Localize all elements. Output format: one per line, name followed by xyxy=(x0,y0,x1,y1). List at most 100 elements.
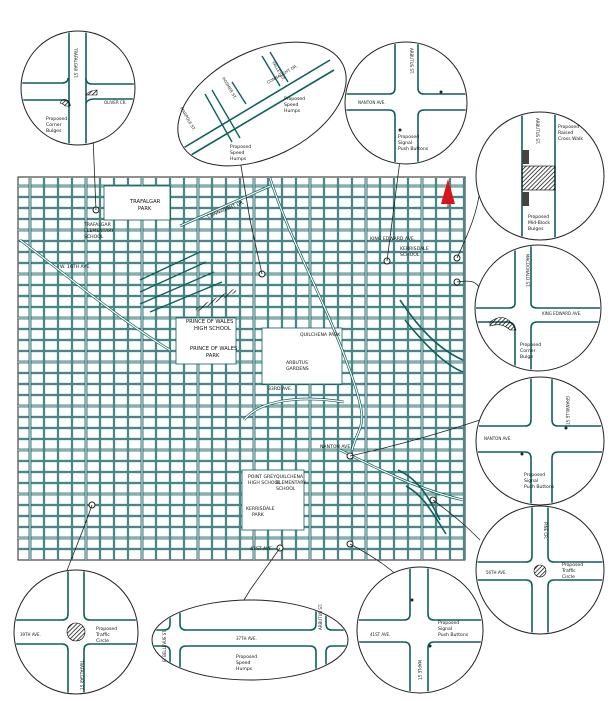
street-label: MAPLE ST. xyxy=(417,660,422,680)
school-label: ELEMENTARY xyxy=(84,228,114,234)
street-label: TRAFALGAR ST. xyxy=(79,659,84,690)
north-arrow-icon xyxy=(441,179,455,208)
callout-note: Bulges xyxy=(46,128,62,134)
callout-note: Cross Walk xyxy=(558,136,583,142)
main-map: TRAFALGAR PARK PRINCE OF WALES HIGH SCHO… xyxy=(17,176,466,561)
callout-maple-41st: MAPLE ST. 41ST AVE. Proposed Signal Push… xyxy=(356,566,484,694)
street-label: W. 16TH AVE. xyxy=(60,264,91,270)
street-label: ARBUTUS ST. xyxy=(535,118,540,144)
street-label: OLIVER CR. xyxy=(104,100,127,105)
callout-note: Humps xyxy=(230,156,247,162)
school-label: HIGH SCHOOL xyxy=(194,326,231,332)
callout-note: Mid-Block xyxy=(528,220,550,226)
point-grey-school-area xyxy=(241,469,305,531)
callout-connaught: CONNAUGHT DR. VALLEY ST. HOSMER ST. MARP… xyxy=(177,41,347,167)
callout-trafalgar-oliver: Proposed Corner Bulges TRAFALGAR ST. OLI… xyxy=(20,30,136,146)
street-label: 56TH AVE. xyxy=(486,570,507,575)
street-label: NANTON AVE. xyxy=(358,100,386,105)
callout-note: Proposed xyxy=(524,472,545,478)
park-label: PARK xyxy=(206,353,220,359)
street-label: 39TH AVE. xyxy=(20,632,41,637)
callout-note: Proposed xyxy=(236,654,257,660)
park-label: ARBUTUS xyxy=(286,360,308,366)
callout-note: Proposed xyxy=(562,562,583,568)
quilchena-park-area xyxy=(261,327,343,385)
callout-note: Corner xyxy=(520,348,536,354)
park-blocks xyxy=(103,185,343,531)
school-label: KERRISDALE xyxy=(400,246,429,252)
street-label: KING EDWARD AVE. xyxy=(542,311,581,316)
school-label: HIGH SCHOOL xyxy=(248,480,281,486)
callout-note: Traffic xyxy=(95,632,110,638)
street-label: TRAFALGAR ST. xyxy=(73,47,78,78)
street-label: 41ST AVE. xyxy=(250,546,273,552)
callout-note: Proposed xyxy=(398,134,419,140)
park-label: QUILCHENA PARK xyxy=(300,332,341,338)
callout-note: Proposed xyxy=(528,214,549,220)
callout-note: Speed xyxy=(230,150,244,156)
callout-note: Signal xyxy=(438,626,452,632)
callout-macdonald-king-edward: MACDONALD ST. KING EDWARD AVE. Proposed … xyxy=(474,244,602,372)
callout-trafalgar-39th: 39TH AVE. TRAFALGAR ST. Proposed Traffic… xyxy=(13,569,139,695)
park-label: GARDENS xyxy=(286,366,309,372)
trafalgar-park-area xyxy=(103,185,171,221)
callout-note: Traffic xyxy=(561,568,576,574)
callout-note: Bulges xyxy=(528,226,544,232)
callout-note: Speed xyxy=(236,660,250,666)
street-label: ARBUTUS ST. xyxy=(318,604,323,630)
callout-note: Humps xyxy=(284,108,301,114)
street-label: GRANVILLE ST. xyxy=(565,396,570,425)
school-label: SCHOOL xyxy=(276,486,296,492)
callout-note: Push Buttons xyxy=(524,484,555,490)
callout-note: Proposed xyxy=(438,620,459,626)
street-label: NANTON AVE. xyxy=(320,444,352,450)
street-label: 37TH AVE. xyxy=(236,636,257,641)
school-label: QUILCHENA xyxy=(276,474,304,480)
street-label: 41ST AVE. xyxy=(370,632,390,637)
prince-of-wales-school-area xyxy=(175,317,237,365)
callout-note: Bulge xyxy=(520,354,533,360)
callout-note: Proposed xyxy=(558,124,579,130)
street-label: PINE CR. xyxy=(543,522,548,539)
school-label: ELEMENTARY xyxy=(276,480,306,486)
callout-bellevue-37th: 37TH AVE. E. BELLEVUE ST. ARBUTUS ST. Pr… xyxy=(151,599,349,681)
callout-note: Circle xyxy=(96,638,109,644)
callout-note: Proposed xyxy=(46,116,67,122)
park-label: TRAFALGAR xyxy=(129,199,161,205)
street-label: 33RD AVE. xyxy=(268,386,292,392)
school-label: PRINCE OF WALES xyxy=(186,319,233,325)
callout-note: Push Buttons xyxy=(398,146,429,152)
school-label: SCHOOL xyxy=(400,252,420,258)
park-label: KERRISDALE xyxy=(246,506,275,512)
callout-granville-nanton: GRANVILLE ST. NANTON AVE. Proposed Signa… xyxy=(475,376,605,506)
callout-note: Proposed xyxy=(520,342,541,348)
callout-note: Circle xyxy=(562,574,575,580)
street-label: NANTON AVE. xyxy=(484,436,512,441)
callout-note: Push Buttons xyxy=(438,632,469,638)
callout-note: Corner xyxy=(46,122,62,128)
park-label: PARK xyxy=(252,512,265,518)
callout-arbutus-crosswalk: ARBUTUS ST. Proposed Raised Cross Walk P… xyxy=(475,111,605,241)
street-label: KING EDWARD AVE. xyxy=(370,236,415,242)
leader-lines xyxy=(59,111,483,601)
callout-note: Proposed xyxy=(284,96,305,102)
street-label: MACDONALD ST. xyxy=(525,254,530,287)
callout-note: Proposed xyxy=(96,626,117,632)
street-label: ARBUTUS ST. xyxy=(409,48,414,74)
callout-note: Humps xyxy=(236,666,253,672)
street-label: E. BELLEVUE ST. xyxy=(162,629,167,662)
school-label: POINT GREY xyxy=(248,474,276,480)
callout-arbutus-nanton: ARBUTUS ST. NANTON AVE. Proposed Signal … xyxy=(344,41,468,165)
diagonal-routes xyxy=(19,177,464,535)
map-labels: TRAFALGAR PARK PRINCE OF WALES HIGH SCHO… xyxy=(60,199,429,552)
callout-note: Proposed xyxy=(230,144,251,150)
school-label: SCHOOL xyxy=(84,234,104,240)
school-label: TRAFALGAR xyxy=(83,222,112,228)
street-grid xyxy=(18,178,465,560)
callout-note: Speed xyxy=(284,102,298,108)
callout-note: Signal xyxy=(524,478,538,484)
park-label: PARK xyxy=(138,206,152,212)
callout-note: Raised xyxy=(558,130,573,136)
callout-note: Signal xyxy=(398,140,412,146)
